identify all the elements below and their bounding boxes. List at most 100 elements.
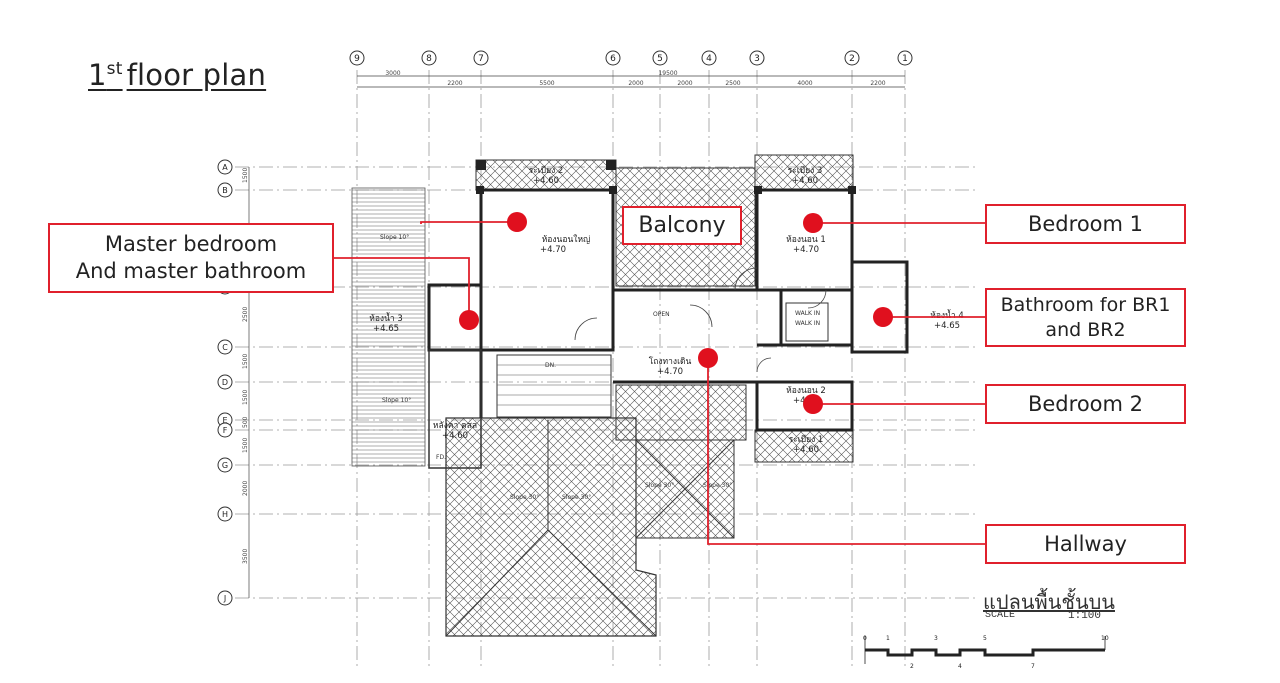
room-label: โถงทางเดิน (649, 356, 692, 367)
dim-text: 2000 (242, 481, 249, 496)
dim-text: 1500 (242, 168, 249, 183)
room-label: ระเบียง 1 (789, 434, 824, 445)
marker-bedroom-1 (803, 213, 823, 233)
slope-note: Slope 10° (382, 397, 411, 404)
room-label: ห้องน้ำ 4 (930, 309, 964, 321)
row-label: J (223, 594, 226, 603)
slope-note: Slope 30° (510, 494, 539, 501)
roof-slab-box (428, 349, 482, 469)
row-label: F (223, 426, 228, 435)
scale-tick: 5 (983, 635, 987, 642)
room-level: +4.60 (442, 431, 468, 441)
col-label: 5 (657, 54, 663, 64)
col-label: 8 (426, 54, 432, 64)
slope-note: Slope 30° (562, 494, 591, 501)
floor-drain-note: FD. (436, 454, 446, 461)
open-note: OPEN (653, 311, 670, 318)
room-label: ระเบียง 2 (529, 165, 564, 176)
dim-text: 1500 (242, 354, 249, 369)
row-label: A (222, 163, 228, 172)
dim-text: 500 (242, 416, 249, 428)
plan-thai-title: แปลนพื้นชั้นบน (983, 590, 1115, 614)
stairs (496, 354, 612, 418)
row-label: G (222, 461, 228, 470)
callout-balcony: Balcony (622, 206, 742, 245)
scale-value: 1:100 (1068, 610, 1102, 622)
room-markers (459, 212, 893, 414)
row-label: E (222, 416, 227, 425)
callout-leaders (333, 221, 985, 545)
row-grid-bubbles (217, 159, 233, 606)
callout-bedroom-2: Bedroom 2 (985, 384, 1186, 424)
dim-text: 3500 (242, 549, 249, 564)
col-label: 6 (610, 54, 616, 64)
marker-bathroom-br (873, 307, 893, 327)
dim-text: 2200 (447, 80, 462, 87)
marker-bedroom-2 (803, 394, 823, 414)
room-label: ระเบียง 3 (788, 165, 823, 176)
col-label: 3 (754, 54, 760, 64)
dim-text: 2200 (870, 80, 885, 87)
room-level: +4.70 (540, 245, 566, 255)
scale-tick: 0 (863, 635, 867, 642)
room-level: +4.70 (793, 245, 819, 255)
scale-label: SCALE (985, 610, 1016, 621)
room-level: +4.60 (792, 176, 818, 186)
col-label: 7 (478, 54, 484, 64)
room-label: หลังคา คสล (433, 421, 477, 431)
row-label: C (222, 343, 228, 352)
col-label: 9 (354, 54, 360, 64)
row-label: D (222, 378, 228, 387)
balcony-2 (475, 159, 617, 191)
room-level: +4.60 (793, 445, 819, 455)
porch-roof (615, 384, 747, 441)
dim-text: 2000 (677, 80, 692, 87)
col-label: 4 (706, 54, 712, 64)
room-label: ห้องนอนใหญ่ (542, 234, 591, 245)
room-level: +4.60 (533, 176, 559, 186)
walk-in-closet (785, 302, 829, 342)
col-label: 2 (849, 54, 855, 64)
room-level: +4.65 (373, 324, 399, 334)
dim-text: 1500 (242, 390, 249, 405)
down-note: DN. (545, 362, 556, 369)
marker-master-bedroom (507, 212, 527, 232)
dim-text: 2500 (242, 307, 249, 322)
callout-bathroom-br: Bathroom for BR1 and BR2 (985, 288, 1186, 347)
walk-in-note: WALK IN (795, 310, 820, 317)
row-label: H (222, 510, 228, 519)
scale-bar (864, 636, 1106, 664)
callout-master-bedroom: Master bedroom And master bathroom (48, 223, 334, 293)
room-label: ห้องนอน 1 (786, 234, 826, 245)
slope-note: Slope 30° (703, 482, 732, 489)
col-label: 1 (902, 54, 908, 64)
room-label: ห้องนอน 2 (786, 385, 826, 396)
dim-text: 5500 (539, 80, 554, 87)
callout-bedroom-1: Bedroom 1 (985, 204, 1186, 244)
dim-text: 1500 (242, 438, 249, 453)
slope-note: Slope 30° (645, 482, 674, 489)
dim-text: 2500 (725, 80, 740, 87)
callout-hallway: Hallway (985, 524, 1186, 564)
marker-hallway (698, 348, 718, 368)
dim-text: 4000 (797, 80, 812, 87)
scale-tick: 10 (1101, 635, 1109, 642)
slope-note: Slope 10° (380, 234, 409, 241)
room-level: +4.70 (657, 367, 683, 377)
row-label: B (222, 186, 228, 195)
scale-tick: 3 (934, 635, 938, 642)
dim-text: 3000 (385, 70, 400, 77)
dim-total: 19500 (658, 70, 677, 77)
balcony-1 (754, 429, 854, 463)
room-label: ห้องน้ำ 3 (369, 312, 403, 324)
scale-tick: 4 (958, 663, 962, 670)
balcony-3 (754, 154, 854, 190)
marker-master-bathroom (459, 310, 479, 330)
scale-tick: 2 (910, 663, 914, 670)
left-roof (351, 187, 426, 467)
room-level: +4.65 (934, 321, 960, 331)
walk-in-note: WALK IN (795, 320, 820, 327)
dim-text: 2000 (628, 80, 643, 87)
